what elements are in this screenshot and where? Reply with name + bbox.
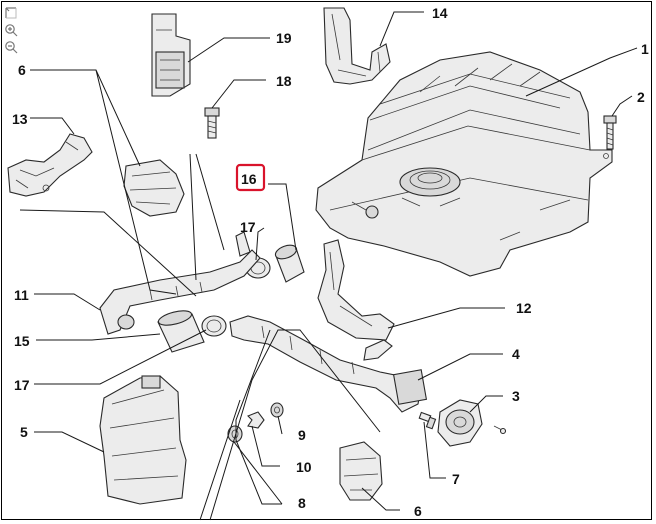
callout-6-upper[interactable]: 6 [18, 62, 26, 78]
callout-13[interactable]: 13 [12, 111, 28, 127]
hose-clip-bracket-upper[interactable] [123, 159, 185, 217]
rubber-bush[interactable] [270, 402, 284, 418]
filler-neck-pipe[interactable] [229, 315, 428, 413]
zoom-out-icon[interactable] [4, 40, 18, 54]
callout-4[interactable]: 4 [512, 346, 520, 362]
leader-lines [19, 11, 638, 521]
retaining-clip[interactable] [247, 411, 265, 429]
tank-mounting-bolt[interactable] [603, 115, 617, 150]
callout-3[interactable]: 3 [512, 388, 520, 404]
hose-clip-bracket-lower[interactable] [339, 441, 383, 501]
callout-10[interactable]: 10 [296, 459, 312, 475]
connecting-sleeve[interactable] [157, 308, 205, 353]
callout-17-upper[interactable]: 17 [240, 219, 256, 235]
callout-5[interactable]: 5 [20, 424, 28, 440]
fuel-tank[interactable] [315, 51, 613, 277]
callout-17-lower[interactable]: 17 [14, 377, 30, 393]
callout-18[interactable]: 18 [276, 73, 292, 89]
hose-clamp-lower[interactable] [201, 315, 227, 337]
fuel-filler-cap[interactable] [437, 399, 507, 447]
callout-9[interactable]: 9 [298, 427, 306, 443]
filler-hose-sleeve[interactable] [274, 243, 305, 283]
breather-hose[interactable] [99, 231, 261, 335]
pipe-mounting-bracket[interactable] [317, 239, 395, 341]
callout-15[interactable]: 15 [14, 333, 30, 349]
selected-callout-highlight [235, 163, 266, 192]
callout-8[interactable]: 8 [298, 495, 306, 511]
callout-1[interactable]: 1 [641, 41, 649, 57]
callout-7[interactable]: 7 [452, 471, 460, 487]
rubber-grommet[interactable] [227, 425, 243, 443]
zoom-toolbar [4, 6, 20, 57]
callout-16[interactable]: 16 [241, 171, 257, 187]
filler-neck-housing[interactable] [99, 375, 187, 505]
callout-14[interactable]: 14 [432, 5, 448, 21]
pan-icon[interactable] [4, 6, 18, 20]
callout-11[interactable]: 11 [14, 287, 29, 303]
callouts: 1 2 3 4 5 6 6 7 8 9 10 11 12 13 14 15 16… [12, 5, 649, 519]
bolt[interactable] [204, 107, 220, 139]
mounting-plate[interactable] [151, 13, 191, 97]
callout-12[interactable]: 12 [516, 300, 532, 316]
zoom-in-icon[interactable] [4, 23, 18, 37]
callout-6-lower[interactable]: 6 [414, 503, 422, 519]
callout-2[interactable]: 2 [637, 89, 645, 105]
callout-19[interactable]: 19 [276, 30, 292, 46]
filler-neck-screw[interactable] [418, 411, 437, 430]
tank-bracket[interactable] [323, 7, 391, 85]
hose-bracket[interactable] [7, 133, 93, 197]
